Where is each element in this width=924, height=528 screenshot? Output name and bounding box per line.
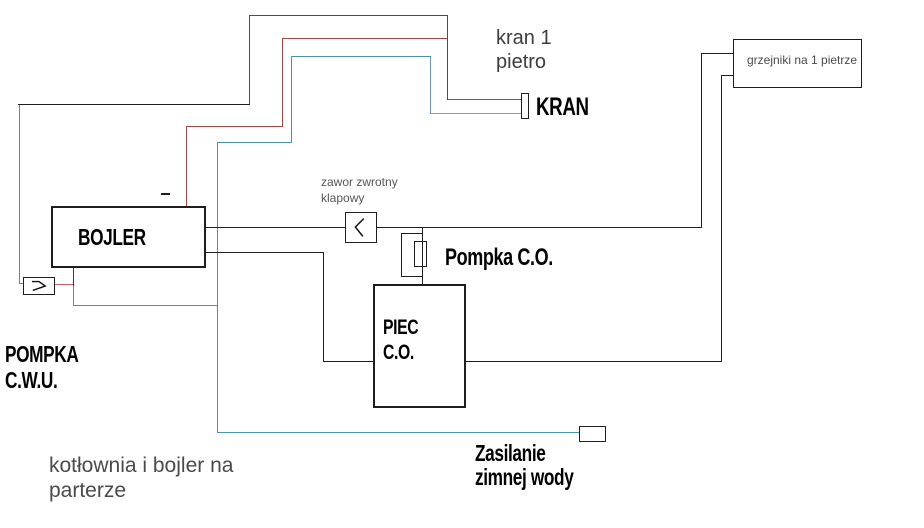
pipe-segment [73,285,74,306]
pompka-co-label: Pompka C.O. [445,244,553,271]
zasilanie-rect [579,426,606,442]
pipe-segment [721,75,734,76]
pipe-segment [249,15,250,105]
pipe-segment [249,15,448,16]
bojler-label: BOJLER [78,224,146,250]
pipe-segment [323,361,374,362]
pipe-segment [19,104,20,284]
pipe-segment [206,227,345,228]
pipe-segment [186,126,283,127]
pipe-segment [217,432,580,433]
pipe-segment [55,284,74,285]
pipe-segment [217,142,292,143]
check-valve-box [345,212,377,243]
pipe-segment [430,113,522,114]
pipe-segment [18,104,250,105]
pipe-segment [291,56,431,57]
piec-co-box: PIEC C.O. [373,284,466,408]
pompka-cwu-box [23,277,55,295]
pipe-segment [447,99,522,100]
pipe-segment [721,75,722,362]
pipe-segment [282,38,283,127]
pipe-segment [73,305,218,306]
grzejniki-label: grzejniki na 1 pietrze [747,53,858,67]
pipe-segment [702,53,734,54]
check-valve-flap-icon [354,218,365,237]
pipe-segment [323,252,324,362]
pipe-segment [186,126,187,207]
pump-arrow-icon [31,280,47,292]
grzejniki-box: grzejniki na 1 pietrze [733,39,862,88]
pipe-segment [447,15,448,100]
zasilanie-label: Zasilanie zimnej wody [475,440,574,490]
pompka-co-inner-rect [414,241,427,267]
pipe-segment [73,267,74,286]
kran-tap-rect [521,93,529,119]
pipe-segment [701,53,702,228]
piec-co-label: PIEC C.O. [383,316,419,364]
pipe-segment [19,283,25,284]
pipe-segment [206,252,324,253]
zawor-label: zawor zwrotny klapowy [321,175,398,205]
pipe-segment [466,361,722,362]
kran-label: KRAN [536,93,589,121]
kotlownia-label: kotłownia i bojler na parterze [49,454,234,502]
pompka-co-outer-rect [401,233,423,277]
pipe-segment [291,56,292,143]
pompka-cwu-label: POMPKA C.W.U. [5,341,79,393]
pipe-segment [377,227,702,228]
pipe-segment [161,193,170,195]
pipe-segment [217,142,218,433]
pipe-segment [282,38,448,39]
bojler-box: BOJLER [51,206,206,268]
pipe-segment [430,56,431,114]
kran-floor-label: kran 1 pietro [496,27,552,73]
